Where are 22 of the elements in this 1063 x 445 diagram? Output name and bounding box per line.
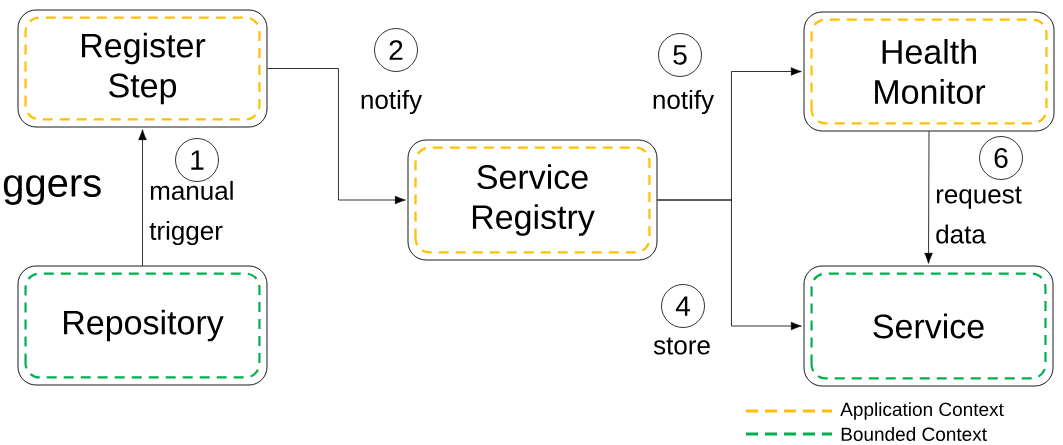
edge-label: store: [653, 337, 710, 355]
edge-label: notify: [361, 89, 423, 115]
legend-label: Bounded Context: [841, 427, 987, 441]
arrow: [657, 199, 802, 331]
edge-label: request data: [936, 186, 1022, 244]
context-box: Service: [803, 265, 1054, 387]
legend-label: Application Context: [840, 402, 1004, 420]
context-box: Register Step: [17, 9, 268, 128]
edge-label: notify: [653, 89, 715, 115]
step-number: 1: [175, 138, 219, 182]
step-number: 4: [661, 284, 705, 328]
edge-label: manual trigger: [149, 180, 233, 246]
context-box: Health Monitor: [803, 11, 1055, 132]
step-number: 2: [374, 28, 418, 72]
context-box: Repository: [17, 265, 268, 386]
step-number: 5: [658, 33, 702, 77]
context-box: Service Registry: [407, 139, 658, 261]
heading: ggers: [3, 175, 101, 205]
step-number: 6: [979, 136, 1023, 180]
arrow: [267, 68, 406, 205]
arrow: [924, 131, 933, 264]
arrow: [138, 129, 147, 266]
